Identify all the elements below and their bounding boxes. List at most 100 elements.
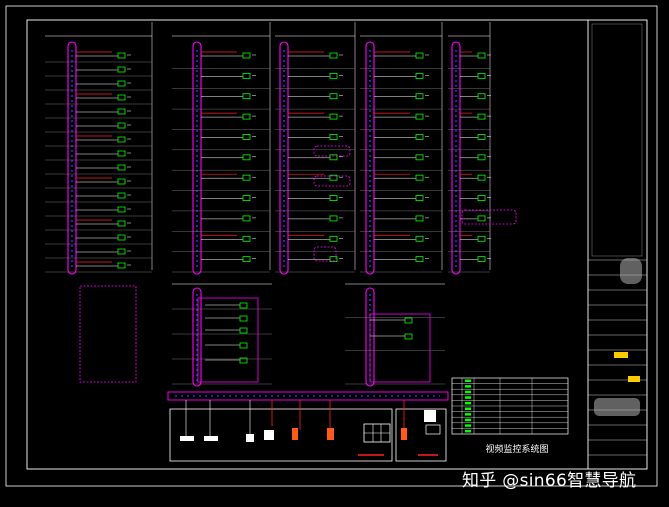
camera-icon <box>477 235 486 242</box>
sheet-frame <box>5 5 658 487</box>
camera-icon <box>477 256 486 263</box>
camera-icon <box>477 195 486 201</box>
camera-icon <box>415 72 424 79</box>
lower-cabinet <box>79 285 137 383</box>
camera-icon <box>477 113 486 120</box>
camera-icon <box>239 315 248 322</box>
camera-icon <box>242 93 251 100</box>
camera-icon <box>242 195 251 201</box>
control-room-equipment <box>169 400 447 462</box>
camera-icon <box>117 122 126 129</box>
camera-icon <box>477 154 486 161</box>
camera-icon <box>239 357 248 364</box>
camera-icon <box>415 174 424 181</box>
camera-icon <box>329 195 338 201</box>
camera-icon <box>329 93 338 100</box>
camera-icon <box>117 52 126 59</box>
panel-c <box>275 22 356 275</box>
camera-icon <box>477 215 486 222</box>
camera-icon <box>404 317 413 324</box>
camera-icon <box>477 174 486 181</box>
title-block-blurred-logo <box>620 258 642 284</box>
camera-icon <box>329 134 338 140</box>
basement-right <box>345 283 445 387</box>
camera-icon <box>477 72 486 79</box>
legend-symbol <box>465 413 471 416</box>
camera-icon <box>415 52 424 59</box>
camera-icon <box>239 302 248 309</box>
camera-icon <box>329 72 338 79</box>
camera-icon <box>242 215 251 222</box>
legend-symbol <box>465 390 471 394</box>
basement-panels <box>79 283 445 387</box>
camera-icon <box>415 235 424 242</box>
legend-symbol <box>465 401 471 405</box>
camera-icon <box>239 327 248 334</box>
camera-icon <box>415 93 424 100</box>
camera-icon <box>117 94 126 101</box>
camera-icon <box>242 72 251 79</box>
camera-icon <box>117 262 126 269</box>
legend-symbol <box>465 379 471 382</box>
camera-icon <box>415 113 424 120</box>
drawing-border <box>26 19 648 470</box>
camera-icon <box>329 52 338 59</box>
watermark: 知乎 @sin66智慧导航 <box>462 471 637 491</box>
camera-icon <box>242 174 251 181</box>
panel-b <box>172 22 271 275</box>
camera-icon <box>242 256 251 263</box>
legend-symbol <box>465 424 471 427</box>
legend-table <box>451 377 569 435</box>
camera-icon <box>117 178 126 185</box>
riser-tube <box>67 41 77 275</box>
camera-icon <box>242 52 251 59</box>
panel-a <box>45 22 153 275</box>
legend-symbol <box>465 407 471 410</box>
title-block-stamp <box>614 352 628 358</box>
basement-left <box>172 283 272 387</box>
camera-icon <box>117 66 126 73</box>
camera-icon <box>329 154 338 161</box>
camera-icon <box>242 113 251 120</box>
camera-icon <box>117 192 126 199</box>
camera-icon <box>242 154 251 161</box>
distribution-bus <box>167 391 449 401</box>
camera-icon <box>117 234 126 241</box>
basement-cabinet <box>369 313 431 383</box>
camera-icon <box>242 235 251 242</box>
drawing-title: 视频监控系统图 <box>485 445 549 455</box>
camera-icon <box>117 248 126 255</box>
legend-symbol <box>465 385 471 388</box>
camera-icon <box>415 256 424 263</box>
equipment-cabinet <box>313 145 351 157</box>
camera-icon <box>329 256 338 263</box>
title-block-blurred-stamp <box>594 398 640 416</box>
camera-icon <box>477 52 486 59</box>
camera-icon <box>117 220 126 227</box>
legend-symbol <box>465 429 471 433</box>
camera-icon <box>117 136 126 143</box>
equipment-cabinet <box>461 209 517 225</box>
camera-icon <box>329 174 338 181</box>
riser-tube <box>192 287 202 387</box>
camera-icon <box>117 80 126 87</box>
camera-icon <box>117 150 126 157</box>
title-block-upper <box>591 23 643 257</box>
camera-icon <box>117 206 126 213</box>
legend-symbol <box>465 418 471 422</box>
riser-tube <box>365 287 375 387</box>
legend-symbol <box>465 396 471 399</box>
camera-icon <box>117 164 126 171</box>
camera-icon <box>242 134 251 140</box>
camera-icon <box>329 235 338 242</box>
camera-icon <box>329 113 338 120</box>
camera-icon <box>239 342 248 349</box>
riser-panels <box>45 22 517 275</box>
equipment-cabinet <box>313 175 351 187</box>
camera-icon <box>404 333 413 340</box>
panel-e <box>448 22 491 275</box>
camera-icon <box>415 134 424 140</box>
title-block <box>587 20 647 469</box>
title-block-stamp <box>628 376 640 382</box>
